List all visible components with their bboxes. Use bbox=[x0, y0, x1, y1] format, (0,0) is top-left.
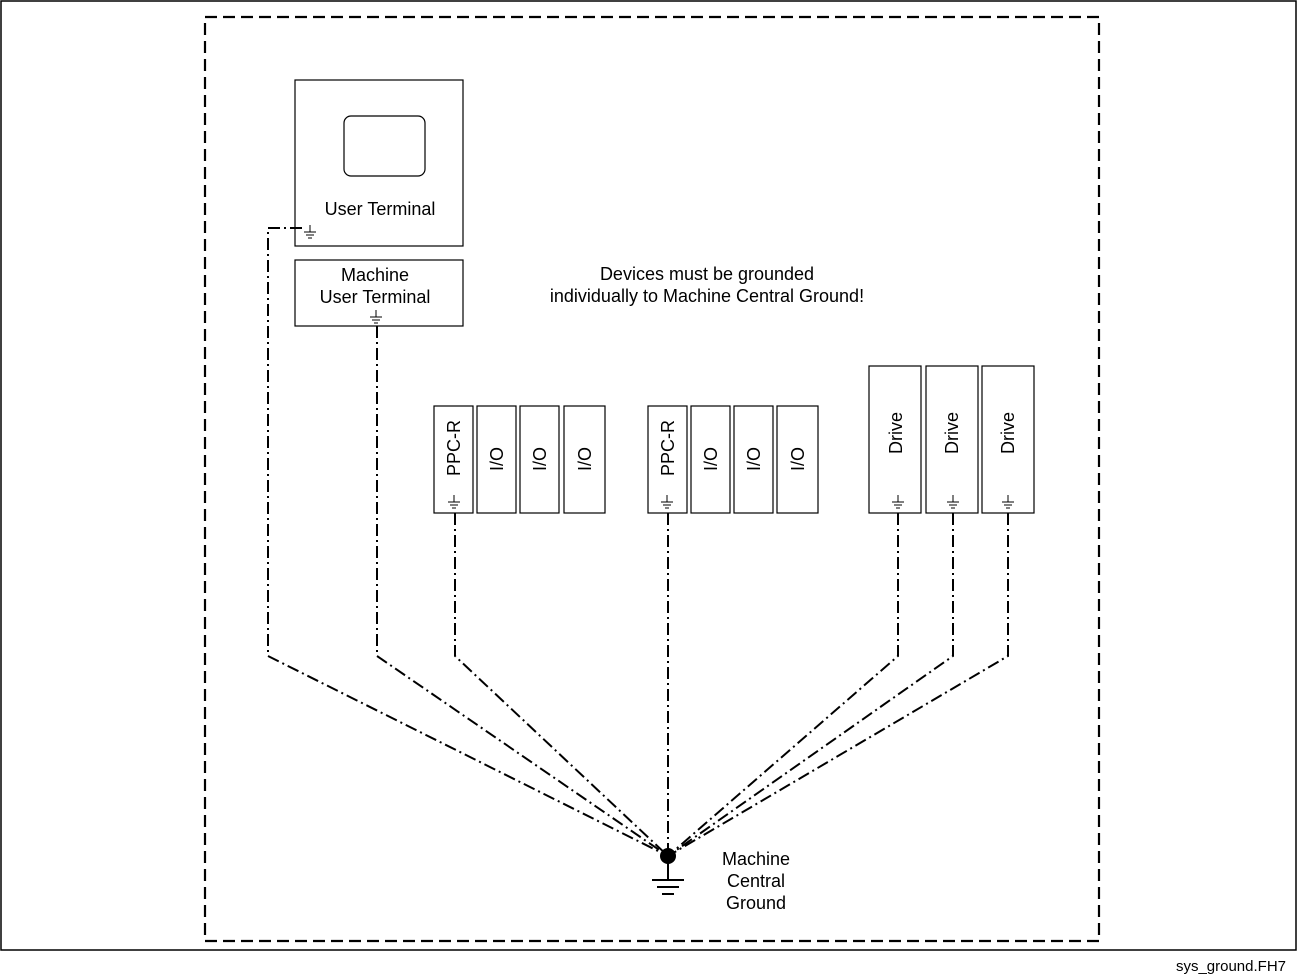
note-line1: Devices must be grounded bbox=[600, 264, 814, 284]
terminal-screen bbox=[343, 115, 426, 177]
machine-user-terminal-line2: User Terminal bbox=[320, 287, 431, 307]
file-label: sys_ground.FH7 bbox=[1176, 958, 1286, 975]
drive-module: Drive bbox=[868, 365, 922, 514]
central-ground-line1: Machine bbox=[722, 849, 790, 869]
rack-2: PPC-R I/O I/O I/O bbox=[647, 405, 819, 514]
drive-module: Drive bbox=[925, 365, 979, 514]
central-ground-line3: Ground bbox=[726, 893, 786, 913]
ground-wire bbox=[667, 513, 899, 857]
ppc-r-module: PPC-R bbox=[647, 405, 688, 514]
ppc-r-label: PPC-R bbox=[444, 420, 464, 476]
io-label: I/O bbox=[701, 447, 721, 471]
note-line2: individually to Machine Central Ground! bbox=[550, 286, 864, 306]
ground-wire bbox=[667, 513, 954, 857]
ground-wires bbox=[267, 227, 1009, 857]
central-ground: Machine Central Ground bbox=[652, 848, 790, 913]
ppc-r-module: PPC-R bbox=[433, 405, 474, 514]
drive-module: Drive bbox=[981, 365, 1035, 514]
io-module: I/O bbox=[563, 405, 606, 514]
ground-wire bbox=[454, 513, 669, 857]
io-label: I/O bbox=[530, 447, 550, 471]
machine-user-terminal: Machine User Terminal bbox=[294, 259, 464, 327]
io-label: I/O bbox=[575, 447, 595, 471]
drive-label: Drive bbox=[942, 412, 962, 454]
io-module: I/O bbox=[690, 405, 731, 514]
cabinet-frame bbox=[203, 15, 1101, 943]
central-ground-line2: Central bbox=[727, 871, 785, 891]
outer-border bbox=[0, 0, 1297, 951]
machine-user-terminal-line1: Machine bbox=[341, 265, 409, 285]
ground-wire bbox=[267, 227, 669, 857]
drive-group: Drive Drive Drive bbox=[868, 365, 1035, 514]
ground-wire bbox=[667, 513, 1009, 857]
drive-label: Drive bbox=[998, 412, 1018, 454]
drive-label: Drive bbox=[886, 412, 906, 454]
io-module: I/O bbox=[476, 405, 517, 514]
io-module: I/O bbox=[776, 405, 819, 514]
user-terminal: User Terminal bbox=[294, 79, 464, 247]
io-label: I/O bbox=[744, 447, 764, 471]
io-module: I/O bbox=[733, 405, 774, 514]
user-terminal-label: User Terminal bbox=[325, 199, 436, 219]
ppc-r-label: PPC-R bbox=[658, 420, 678, 476]
ground-wire bbox=[376, 326, 669, 857]
io-label: I/O bbox=[788, 447, 808, 471]
io-module: I/O bbox=[519, 405, 560, 514]
rack-1: PPC-R I/O I/O I/O bbox=[433, 405, 606, 514]
io-label: I/O bbox=[487, 447, 507, 471]
